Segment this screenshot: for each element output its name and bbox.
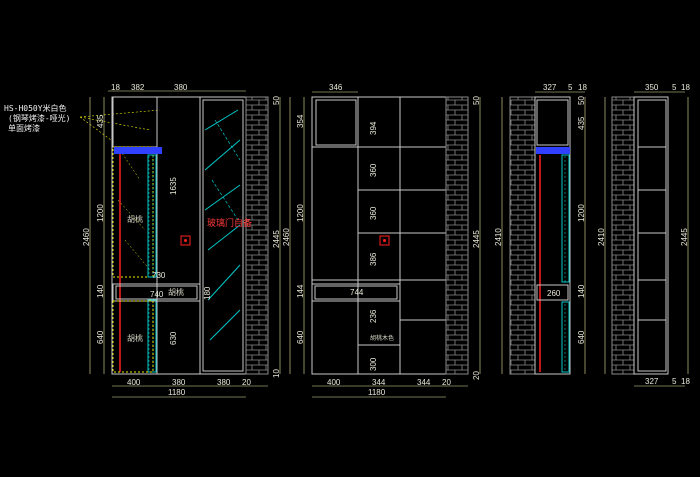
view-2-shelf-elevation: 346 394 360 360 386 236 300 744 胡桃木色 354… xyxy=(282,83,481,398)
dim-1635: 1635 xyxy=(169,177,178,195)
v4-dim-top-5: 5 xyxy=(672,83,677,92)
label-walnut-upper: 胡桃 xyxy=(127,214,143,224)
v2-dim-236: 236 xyxy=(369,309,378,323)
dim-overall-2460: 2460 xyxy=(82,228,91,246)
v3-dim-right-50: 50 xyxy=(577,96,586,105)
dim-top-380: 380 xyxy=(174,83,188,92)
label-walnut-drawer: 胡桃 xyxy=(168,287,184,297)
v3-dim-top-18: 18 xyxy=(578,83,587,92)
dim-180: 180 xyxy=(203,286,212,300)
annotation-line-1: HS-H050Y米白色 xyxy=(4,103,67,113)
v3-dim-right-1200: 1200 xyxy=(577,204,586,222)
dim-right-2445: 2445 xyxy=(272,230,281,248)
v3-dim-overall-2410: 2410 xyxy=(494,228,503,246)
v4-dim-left-2410: 2410 xyxy=(597,228,606,246)
v2-dim-left-1200: 1200 xyxy=(296,204,305,222)
dim-bottom-20: 20 xyxy=(242,378,251,387)
dim-left-435: 435 xyxy=(96,114,105,128)
dim-right-10: 10 xyxy=(272,369,281,378)
v3-dim-right-640: 640 xyxy=(577,330,586,344)
v2-dim-360b: 360 xyxy=(369,206,378,220)
view-3-side-section: 260 327 5 18 2410 50 435 1200 140 640 xyxy=(494,83,587,375)
view-4-side-elevation: 350 5 18 327 5 18 2410 2445 xyxy=(597,83,690,387)
dim-left-1200: 1200 xyxy=(96,204,105,222)
dim-total-1180: 1180 xyxy=(168,388,186,397)
dim-left-640: 640 xyxy=(96,330,105,344)
dim-top-18: 18 xyxy=(111,83,120,92)
dim-left-140: 140 xyxy=(96,284,105,298)
v2-dim-bottom-344b: 344 xyxy=(417,378,431,387)
dim-740: 740 xyxy=(150,290,164,299)
v3-dim-right-140: 140 xyxy=(577,284,586,298)
v2-dim-overall-2460: 2460 xyxy=(282,228,291,246)
v4-dim-bottom-18: 18 xyxy=(681,377,690,386)
v2-dim-left-144: 144 xyxy=(296,284,305,298)
dim-730: 730 xyxy=(152,271,166,280)
dim-top-382: 382 xyxy=(131,83,145,92)
dim-bottom-380a: 380 xyxy=(172,378,186,387)
v4-dim-right-2445: 2445 xyxy=(680,228,689,246)
annotation-line-2: (钢琴烤漆-哑光) xyxy=(8,113,70,123)
v3-dim-top-5: 5 xyxy=(568,83,573,92)
v2-dim-right-2445: 2445 xyxy=(472,230,481,248)
v2-dim-bottom-344a: 344 xyxy=(372,378,386,387)
v2-dim-total-1180: 1180 xyxy=(368,388,386,397)
v4-dim-bottom-5: 5 xyxy=(672,377,677,386)
dim-630: 630 xyxy=(169,331,178,345)
dim-right-50: 50 xyxy=(272,96,281,105)
v2-dim-left-354: 354 xyxy=(296,114,305,128)
view-1-front-elevation: HS-H050Y米白色 (钢琴烤漆-哑光) 单面烤漆 xyxy=(4,83,281,398)
v2-dim-right-20: 20 xyxy=(472,371,481,380)
v2-dim-left-640: 640 xyxy=(296,330,305,344)
v4-dim-bottom-327: 327 xyxy=(645,377,659,386)
v4-dim-top-350: 350 xyxy=(645,83,659,92)
v2-dim-bottom-20: 20 xyxy=(442,378,451,387)
v2-dim-386: 386 xyxy=(369,252,378,266)
v3-dim-260: 260 xyxy=(547,289,561,298)
v4-dim-top-18: 18 xyxy=(681,83,690,92)
v2-dim-744: 744 xyxy=(350,288,364,297)
v2-dim-bottom-400: 400 xyxy=(327,378,341,387)
v3-dim-right-435: 435 xyxy=(577,116,586,130)
annotation-line-3: 单面烤漆 xyxy=(8,123,40,133)
label-glass-door: 玻璃门自备 xyxy=(207,217,252,229)
v2-dim-top-346: 346 xyxy=(329,83,343,92)
v2-dim-394: 394 xyxy=(369,121,378,135)
v2-dim-360a: 360 xyxy=(369,163,378,177)
label-walnut-lower: 胡桃 xyxy=(127,333,143,343)
v3-dim-top-327: 327 xyxy=(543,83,557,92)
v2-dim-right-50: 50 xyxy=(472,96,481,105)
dim-bottom-380b: 380 xyxy=(217,378,231,387)
v2-dim-300: 300 xyxy=(369,357,378,371)
dim-bottom-400: 400 xyxy=(127,378,141,387)
v2-small-note: 胡桃木色 xyxy=(370,334,394,342)
